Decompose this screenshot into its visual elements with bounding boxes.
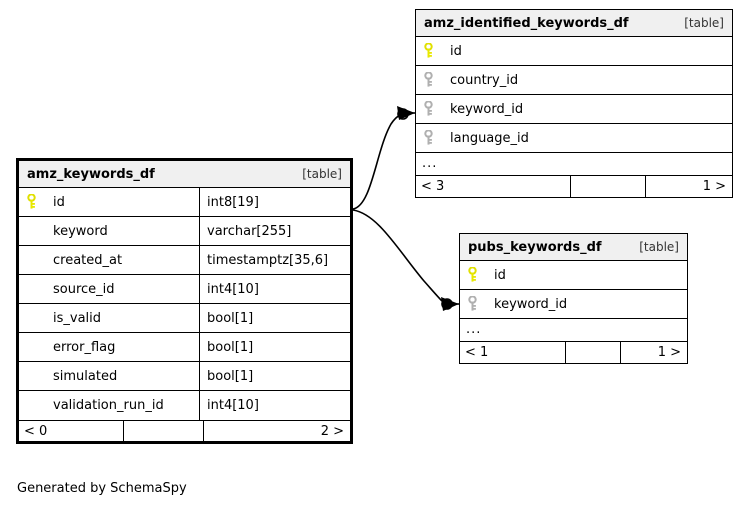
table-row[interactable]: simulated bool[1]	[19, 362, 350, 391]
table-footer-nav: < 0 2 >	[19, 420, 350, 441]
column-name-cell: keyword_id	[416, 95, 732, 123]
column-name-cell: validation_run_id	[19, 391, 199, 420]
footer-middle	[124, 421, 204, 441]
foreign-key-icon	[424, 130, 450, 146]
column-name: id	[494, 267, 506, 283]
footer-prev-link[interactable]: < 3	[416, 176, 571, 197]
primary-key-icon	[27, 194, 53, 210]
table-type-tag: [table]	[302, 167, 342, 181]
column-name: created_at	[53, 252, 123, 268]
table-columns: id keyword_id ...	[460, 261, 687, 342]
table-type-tag: [table]	[684, 16, 724, 30]
column-name-cell: simulated	[19, 362, 199, 390]
table-title: pubs_keywords_df	[468, 239, 602, 255]
foreign-key-icon	[424, 101, 450, 117]
column-type: bool[1]	[199, 333, 350, 361]
column-name-cell: created_at	[19, 246, 199, 274]
column-name: keyword	[53, 223, 108, 239]
column-type: int8[19]	[199, 188, 350, 216]
column-name-cell: keyword_id	[460, 290, 687, 318]
column-type: bool[1]	[199, 362, 350, 390]
table-row[interactable]: created_at timestamptz[35,6]	[19, 246, 350, 275]
ellipsis-label: ...	[466, 322, 482, 337]
table-row[interactable]: is_valid bool[1]	[19, 304, 350, 333]
primary-key-icon	[468, 267, 494, 283]
table-header-pubs-keywords-df: pubs_keywords_df [table]	[460, 234, 687, 261]
relationship-endpoint-circle	[441, 298, 453, 310]
relationship-amz-identified-keywords	[352, 106, 416, 210]
column-name-cell: is_valid	[19, 304, 199, 332]
column-type: int4[10]	[199, 275, 350, 303]
table-row[interactable]: id int8[19]	[19, 188, 350, 217]
relationship-endpoint-circle	[397, 108, 409, 120]
column-name: language_id	[450, 130, 529, 146]
table-row[interactable]: id	[460, 261, 687, 290]
table-columns: id int8[19] keyword varchar[255] created…	[19, 188, 350, 420]
column-name: validation_run_id	[53, 398, 164, 413]
table-row[interactable]: keyword varchar[255]	[19, 217, 350, 246]
relationship-pubs-keywords	[352, 209, 460, 311]
column-type: varchar[255]	[199, 217, 350, 245]
footer-next-link[interactable]: 1 >	[657, 345, 681, 360]
table-amz-identified-keywords-df[interactable]: amz_identified_keywords_df [table] id	[415, 9, 733, 198]
footer-next-link[interactable]: 1 >	[702, 179, 726, 194]
table-row[interactable]: validation_run_id int4[10]	[19, 391, 350, 420]
table-amz-keywords-df[interactable]: amz_keywords_df [table] id int8[	[16, 158, 353, 444]
table-row[interactable]: keyword_id	[416, 95, 732, 124]
table-footer-nav: < 1 1 >	[460, 342, 687, 363]
table-title: amz_identified_keywords_df	[424, 15, 629, 31]
table-row[interactable]: error_flag bool[1]	[19, 333, 350, 362]
column-name: id	[450, 43, 462, 59]
column-name-cell: country_id	[416, 66, 732, 94]
footer-middle	[571, 176, 646, 197]
more-columns-indicator: ...	[460, 319, 687, 342]
column-name-cell: language_id	[416, 124, 732, 152]
column-name: keyword_id	[450, 101, 524, 117]
footer-prev-link[interactable]: < 1	[460, 342, 566, 363]
column-name-cell: id	[460, 261, 687, 289]
column-name: id	[53, 194, 65, 210]
table-row[interactable]: source_id int4[10]	[19, 275, 350, 304]
column-name: is_valid	[53, 310, 102, 326]
more-columns-indicator: ...	[416, 153, 732, 176]
foreign-key-icon	[468, 296, 494, 312]
table-header-amz-identified-keywords-df: amz_identified_keywords_df [table]	[416, 10, 732, 37]
column-name: simulated	[53, 368, 118, 384]
column-name-cell: keyword	[19, 217, 199, 245]
footer-middle	[566, 342, 621, 363]
column-name: country_id	[450, 72, 519, 88]
relationship-arrowhead	[441, 297, 459, 311]
table-row[interactable]: keyword_id	[460, 290, 687, 319]
table-row[interactable]: id	[416, 37, 732, 66]
table-pubs-keywords-df[interactable]: pubs_keywords_df [table] id	[459, 233, 688, 364]
primary-key-icon	[424, 43, 450, 59]
foreign-key-icon	[424, 72, 450, 88]
column-name-cell: id	[416, 37, 732, 65]
generated-by-caption: Generated by SchemaSpy	[17, 481, 187, 496]
column-name-cell: id	[19, 188, 199, 216]
column-name-cell: source_id	[19, 275, 199, 303]
column-type: int4[10]	[199, 391, 350, 420]
table-title: amz_keywords_df	[27, 166, 155, 182]
column-name: source_id	[53, 281, 115, 297]
table-columns: id country_id	[416, 37, 732, 176]
table-row[interactable]: country_id	[416, 66, 732, 95]
column-type: bool[1]	[199, 304, 350, 332]
column-name: keyword_id	[494, 296, 568, 312]
table-row[interactable]: language_id	[416, 124, 732, 153]
relationship-arrowhead	[397, 106, 415, 120]
table-footer-nav: < 3 1 >	[416, 176, 732, 197]
footer-prev-link[interactable]: < 0	[19, 421, 124, 441]
footer-next-link[interactable]: 2 >	[320, 423, 344, 439]
column-name-cell: error_flag	[19, 333, 199, 361]
column-name: error_flag	[53, 339, 116, 355]
table-type-tag: [table]	[639, 240, 679, 254]
table-header-amz-keywords-df: amz_keywords_df [table]	[19, 161, 350, 188]
ellipsis-label: ...	[422, 156, 438, 171]
column-type: timestamptz[35,6]	[199, 246, 350, 274]
